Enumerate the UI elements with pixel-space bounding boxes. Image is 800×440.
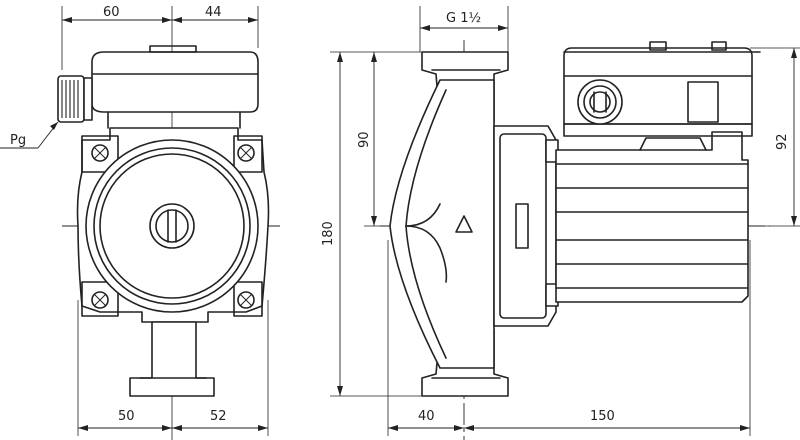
front-bolt-top-right [237, 144, 255, 162]
dim-92: 92 [775, 133, 790, 150]
front-bolt-bottom-left [91, 291, 109, 309]
front-view: Pg 60 44 50 52 [0, 5, 280, 440]
dim-52: 52 [210, 409, 227, 424]
front-terminal-box [91, 51, 259, 113]
pg-label: Pg [10, 133, 26, 148]
side-view: G 1½ 180 90 92 40 150 [321, 6, 800, 440]
front-bolt-bottom-right [237, 291, 255, 309]
side-cable-gland [577, 79, 623, 125]
front-bolt-top-left [91, 144, 109, 162]
side-pump-body [389, 79, 495, 369]
front-outlet-pipe [129, 321, 215, 397]
side-triangle-mark [455, 215, 473, 233]
dim-60: 60 [103, 5, 120, 20]
side-motor-housing [555, 131, 749, 303]
dim-180: 180 [321, 221, 336, 246]
dim-50: 50 [118, 409, 135, 424]
dim-90: 90 [357, 131, 372, 148]
front-cable-gland [57, 75, 93, 123]
dim-40: 40 [418, 409, 435, 424]
dim-44: 44 [205, 5, 222, 20]
dim-150: 150 [590, 409, 615, 424]
side-motor-flange [493, 125, 557, 327]
thread-label: G 1½ [446, 11, 481, 26]
